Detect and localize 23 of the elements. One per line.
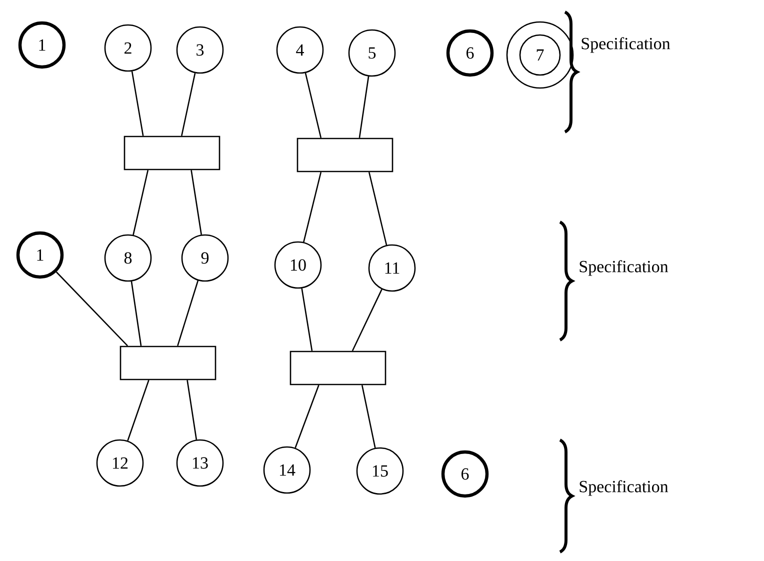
connector-line	[303, 172, 322, 242]
connector-line	[304, 72, 322, 138]
connector-line	[177, 280, 199, 346]
connector-line	[358, 76, 370, 138]
connector-line	[190, 170, 202, 235]
transition-box	[296, 138, 394, 172]
connector-line	[294, 384, 320, 448]
transition-box	[120, 346, 216, 380]
connector-line	[301, 288, 313, 351]
connector-line	[132, 170, 149, 236]
connector-line	[361, 385, 376, 448]
spec-label: Specification	[580, 260, 668, 276]
connector-line	[368, 172, 388, 246]
connector-line	[352, 289, 382, 352]
connector-line	[186, 380, 198, 440]
transition-box	[290, 350, 386, 386]
spec-label: Specification	[580, 480, 668, 496]
connector-line	[127, 380, 150, 441]
connector-line	[181, 72, 196, 136]
transition-box	[124, 136, 220, 170]
connector-line	[131, 71, 144, 136]
connector-line	[130, 281, 142, 346]
connector-line	[56, 272, 128, 346]
